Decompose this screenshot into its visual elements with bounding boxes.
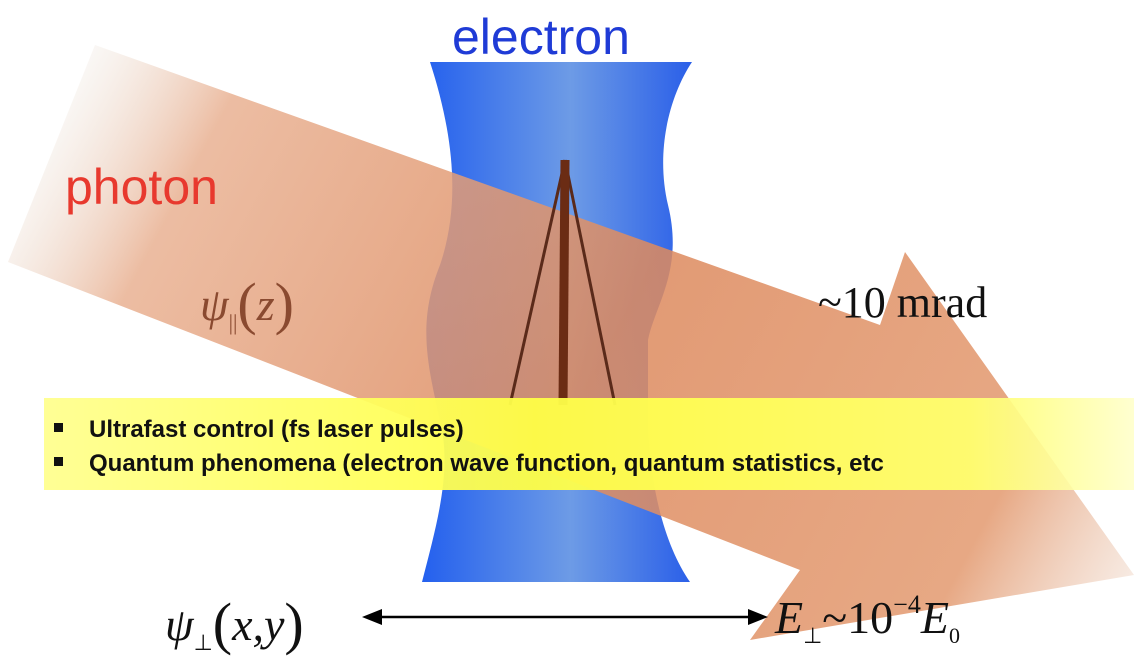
double-arrow bbox=[362, 609, 768, 625]
photon-beam-arrow bbox=[8, 45, 1134, 640]
bullet-text: Ultrafast control (fs laser pulses) bbox=[89, 416, 464, 443]
bullet-item: Quantum phenomena (electron wave functio… bbox=[54, 450, 884, 478]
electron-label: electron bbox=[452, 9, 630, 65]
angle-label: ~10 mrad bbox=[818, 278, 988, 327]
e-perp-formula: E⊥~10−4E0 bbox=[775, 590, 960, 648]
psi-perp-formula: ψ⊥(x,y) bbox=[165, 591, 304, 656]
bullet-item: Ultrafast control (fs laser pulses) bbox=[54, 416, 464, 444]
bullet-marker bbox=[54, 423, 63, 432]
bullet-marker bbox=[54, 457, 63, 466]
highlight-banner bbox=[44, 398, 1134, 490]
photon-label: photon bbox=[65, 159, 218, 215]
bullet-text: Quantum phenomena (electron wave functio… bbox=[89, 450, 884, 477]
psi-parallel-formula: ψ||(z) bbox=[200, 271, 294, 336]
cone-diagram bbox=[508, 159, 617, 406]
